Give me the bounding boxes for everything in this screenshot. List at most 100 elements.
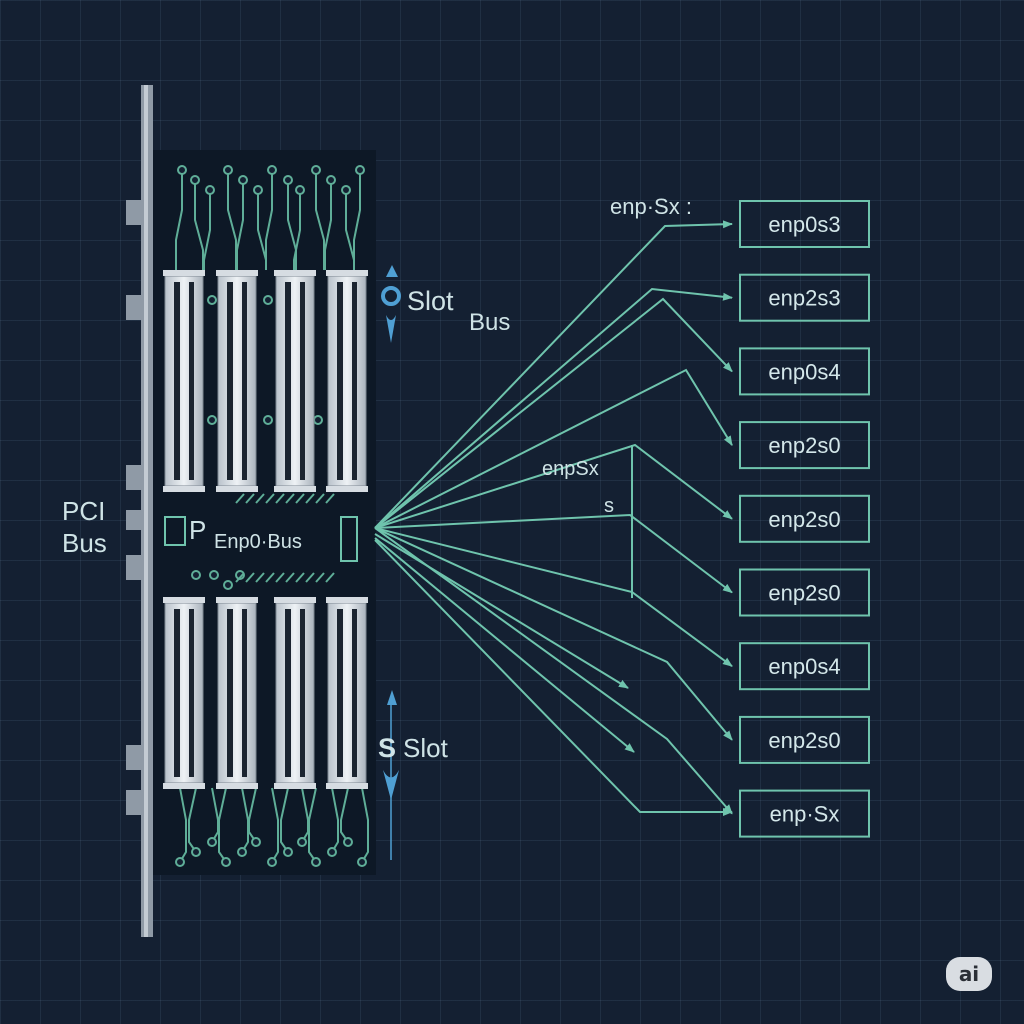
- connection-line: [374, 513, 733, 594]
- interface-name: enp0s3: [768, 212, 840, 237]
- interface-box: [739, 568, 870, 617]
- memory-slot: [274, 597, 316, 789]
- interface-name: enp·Sx: [770, 802, 840, 827]
- slot-marker-top: [381, 265, 401, 343]
- via-pad: [175, 857, 185, 867]
- circuit-board: [153, 150, 376, 875]
- interface-item: enp·Sx: [739, 789, 870, 838]
- connection-line: [374, 537, 635, 753]
- interface-box: [739, 715, 870, 764]
- trace: [340, 787, 349, 843]
- trace: [248, 787, 257, 843]
- interface-item: enp0s4: [739, 347, 870, 396]
- trace: [218, 787, 227, 863]
- interface-box: [739, 273, 870, 322]
- memory-slot: [163, 597, 205, 789]
- trace: [287, 180, 297, 270]
- interface-name: enp2s0: [768, 507, 840, 532]
- via-pad: [311, 165, 321, 175]
- trace: [275, 572, 285, 583]
- bus-label-top: Bus: [469, 309, 510, 336]
- trace: [265, 170, 273, 270]
- trace: [265, 493, 275, 504]
- connection-line: [374, 539, 733, 816]
- via-pad: [263, 415, 273, 425]
- via-pad: [326, 175, 336, 185]
- trace: [271, 787, 279, 863]
- interface-item: enp2s0: [739, 715, 870, 764]
- trace: [285, 493, 295, 504]
- trace: [325, 572, 335, 583]
- memory-slot: [326, 597, 368, 789]
- naming-mid-label: enpSx: [542, 458, 599, 480]
- memory-slot: [216, 270, 258, 492]
- board-traces-bottom: [175, 570, 369, 867]
- trace: [285, 572, 295, 583]
- trace: [275, 493, 285, 504]
- trace: [305, 493, 315, 504]
- connection-line: [374, 533, 629, 689]
- interface-name: enp0s4: [768, 359, 840, 384]
- via-pad: [223, 165, 233, 175]
- via-pad: [343, 837, 353, 847]
- via-pad: [191, 570, 201, 580]
- interface-item: enp0s4: [739, 642, 870, 691]
- trace: [305, 572, 315, 583]
- trace: [308, 787, 317, 863]
- card-label: Enp0·Bus: [214, 531, 302, 553]
- interface-item: enp2s3: [739, 273, 870, 322]
- via-pad: [313, 415, 323, 425]
- board-traces-top: [175, 165, 365, 504]
- via-pad: [253, 185, 263, 195]
- trace: [245, 572, 255, 583]
- trace: [315, 572, 325, 583]
- connection-line: [374, 527, 733, 815]
- arrow-up-icon: [386, 265, 398, 277]
- card-connector-left: [164, 516, 186, 546]
- via-pad: [221, 857, 231, 867]
- via-pad: [355, 165, 365, 175]
- trace: [235, 493, 245, 504]
- trace: [203, 190, 211, 270]
- memory-slots-bottom: [163, 597, 368, 789]
- trace: [295, 493, 305, 504]
- connection-line: [374, 527, 733, 741]
- trace: [324, 180, 332, 270]
- card-prefix-label: P: [189, 515, 206, 545]
- interface-box: [739, 494, 870, 543]
- via-pad: [263, 295, 273, 305]
- connection-line: [374, 287, 733, 529]
- trace: [245, 493, 255, 504]
- pci-label-line1: PCI: [62, 496, 105, 526]
- slot-label-top: Slot: [407, 286, 454, 316]
- trace: [331, 787, 339, 853]
- via-pad: [207, 295, 217, 305]
- trace: [236, 180, 244, 270]
- via-pad: [205, 185, 215, 195]
- via-pad: [251, 837, 261, 847]
- trace: [265, 572, 275, 583]
- naming-header: enp·Sx :: [610, 194, 692, 219]
- memory-slot: [274, 270, 316, 492]
- via-pad: [267, 857, 277, 867]
- interface-box: [739, 421, 870, 470]
- trace: [188, 787, 197, 853]
- memory-slot: [216, 597, 258, 789]
- via-pad: [207, 837, 217, 847]
- via-pad: [223, 580, 233, 590]
- via-pad: [295, 185, 305, 195]
- interface-name: enp2s0: [768, 728, 840, 753]
- trace: [280, 787, 289, 853]
- interface-item: enp2s0: [739, 421, 870, 470]
- interface-box: [739, 347, 870, 396]
- trace: [179, 787, 187, 863]
- memory-slot: [326, 270, 368, 492]
- connection-line: [374, 527, 733, 668]
- via-pad: [191, 847, 201, 857]
- via-pad: [267, 165, 277, 175]
- via-pad: [341, 185, 351, 195]
- interface-item: enp2s0: [739, 494, 870, 543]
- via-pad: [190, 175, 200, 185]
- via-pad: [311, 857, 321, 867]
